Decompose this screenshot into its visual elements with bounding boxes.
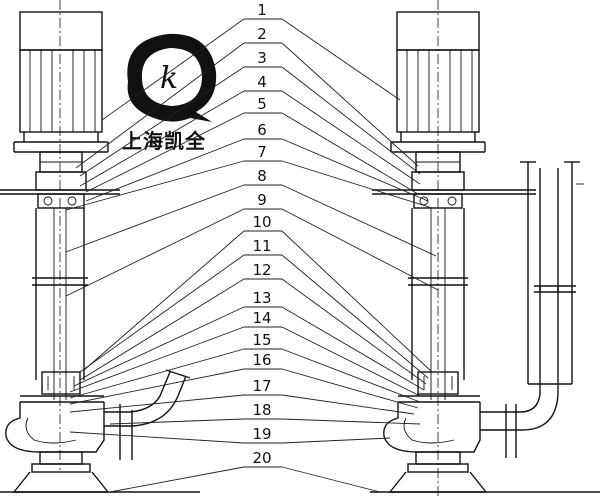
leader-right-17 bbox=[281, 394, 415, 415]
leader-left-17 bbox=[69, 394, 245, 413]
part-label-12: 12 bbox=[252, 261, 271, 279]
part-label-7: 7 bbox=[257, 143, 267, 161]
leader-left-15 bbox=[69, 348, 245, 399]
leader-right-6 bbox=[281, 138, 429, 202]
part-label-15: 15 bbox=[252, 331, 271, 349]
leader-right-1 bbox=[281, 18, 401, 101]
leader-left-1 bbox=[101, 18, 245, 121]
part-label-1: 1 bbox=[257, 1, 267, 19]
leader-right-14 bbox=[281, 326, 421, 397]
part-label-19: 19 bbox=[252, 425, 271, 443]
part-label-20: 20 bbox=[252, 449, 271, 467]
leader-left-18 bbox=[109, 418, 245, 425]
right-mounting-plate bbox=[372, 189, 536, 209]
right-discharge-pipe bbox=[480, 161, 584, 458]
logo-brand-text: 上海凯全 bbox=[122, 129, 206, 153]
leader-left-7 bbox=[65, 160, 245, 211]
part-label-6: 6 bbox=[257, 121, 267, 139]
leader-right-4 bbox=[281, 90, 421, 185]
leader-left-19 bbox=[69, 431, 245, 444]
leader-right-7 bbox=[281, 160, 433, 209]
logo-emblem-letter: k bbox=[160, 61, 178, 96]
left-discharge-elbow bbox=[104, 369, 191, 460]
brand-logo: k 上海凯全 bbox=[122, 33, 217, 153]
leader-left-9 bbox=[65, 208, 245, 297]
leader-left-2 bbox=[75, 42, 245, 169]
leader-left-3 bbox=[79, 66, 245, 177]
part-label-9: 9 bbox=[257, 191, 267, 209]
part-label-13: 13 bbox=[252, 289, 271, 307]
right-pump bbox=[370, 0, 600, 498]
leader-left-8 bbox=[65, 184, 245, 253]
left-base bbox=[0, 463, 200, 493]
leader-right-5 bbox=[281, 112, 419, 195]
left-mounting-plate bbox=[0, 189, 120, 209]
leader-left-16 bbox=[69, 368, 245, 405]
left-pump bbox=[0, 0, 200, 493]
leader-right-18 bbox=[281, 418, 421, 425]
right-base bbox=[370, 463, 600, 493]
part-label-5: 5 bbox=[257, 95, 267, 113]
leader-left-13 bbox=[73, 306, 245, 387]
left-column-pipe bbox=[32, 208, 88, 400]
leader-right-3 bbox=[281, 66, 421, 175]
part-label-8: 8 bbox=[257, 167, 267, 185]
part-label-17: 17 bbox=[252, 377, 271, 395]
part-label-3: 3 bbox=[257, 49, 267, 67]
leader-left-14 bbox=[69, 326, 245, 393]
part-label-16: 16 bbox=[252, 351, 271, 369]
leader-right-19 bbox=[281, 437, 391, 444]
leader-right-10 bbox=[281, 230, 433, 373]
leader-right-8 bbox=[281, 184, 437, 257]
leader-left-5 bbox=[85, 112, 245, 193]
right-column-pipe bbox=[408, 208, 468, 400]
part-label-14: 14 bbox=[252, 309, 271, 327]
leader-left-12 bbox=[79, 278, 245, 381]
leader-right-9 bbox=[281, 208, 439, 291]
part-label-11: 11 bbox=[252, 237, 271, 255]
right-motor bbox=[390, 0, 486, 498]
leader-left-10 bbox=[83, 230, 245, 371]
leader-right-15 bbox=[281, 348, 421, 403]
leader-left-6 bbox=[85, 138, 245, 202]
part-label-4: 4 bbox=[257, 73, 267, 91]
leader-left-11 bbox=[79, 254, 245, 373]
leader-right-11 bbox=[281, 254, 429, 379]
leader-left-4 bbox=[79, 90, 245, 187]
leader-right-2 bbox=[281, 42, 419, 167]
leader-lines bbox=[65, 18, 439, 493]
part-label-2: 2 bbox=[257, 25, 267, 43]
leader-right-20 bbox=[281, 466, 381, 493]
leader-right-16 bbox=[281, 368, 419, 409]
part-label-18: 18 bbox=[252, 401, 271, 419]
part-label-10: 10 bbox=[252, 213, 271, 231]
leader-right-13 bbox=[281, 306, 425, 391]
leader-left-20 bbox=[109, 466, 245, 493]
leader-right-12 bbox=[281, 278, 427, 385]
